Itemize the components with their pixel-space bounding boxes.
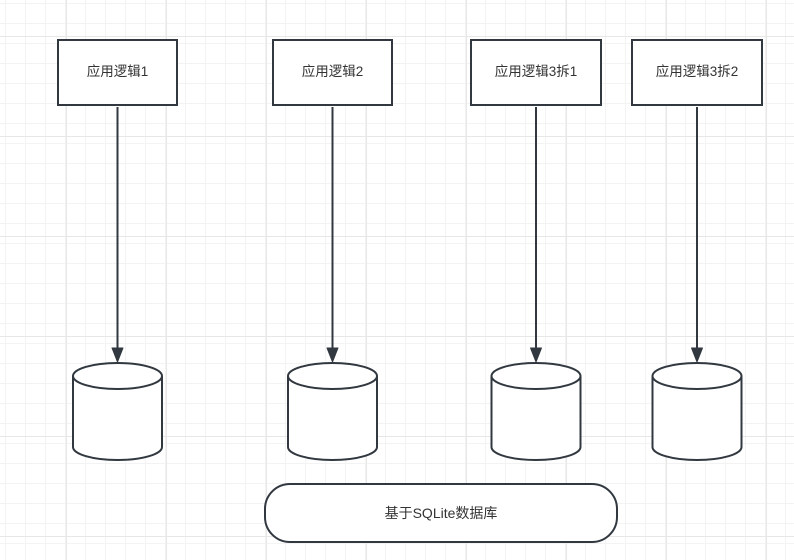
database-cylinder-3[interactable] [490, 362, 582, 461]
node-app-logic-1-label: 应用逻辑1 [86, 64, 149, 80]
connector-arrow-2[interactable] [326, 107, 339, 363]
database-cylinder-4[interactable] [651, 362, 743, 461]
database-cylinder-2[interactable] [287, 362, 378, 461]
node-app-logic-3-split-1-label: 应用逻辑3拆1 [494, 64, 578, 80]
connector-arrow-1[interactable] [111, 107, 124, 363]
database-cylinder-1[interactable] [72, 362, 163, 461]
node-sqlite-database[interactable]: 基于SQLite数据库 [264, 483, 618, 543]
node-app-logic-3-split-2-label: 应用逻辑3拆2 [655, 64, 739, 80]
node-app-logic-3-split-1[interactable]: 应用逻辑3拆1 [470, 39, 602, 106]
node-app-logic-2[interactable]: 应用逻辑2 [272, 39, 393, 106]
connector-arrow-4[interactable] [691, 107, 703, 363]
node-app-logic-3-split-2[interactable]: 应用逻辑3拆2 [631, 39, 763, 106]
node-app-logic-2-label: 应用逻辑2 [301, 64, 364, 80]
node-app-logic-1[interactable]: 应用逻辑1 [57, 39, 178, 106]
connector-arrow-3[interactable] [530, 107, 542, 363]
node-sqlite-database-label: 基于SQLite数据库 [384, 504, 498, 521]
